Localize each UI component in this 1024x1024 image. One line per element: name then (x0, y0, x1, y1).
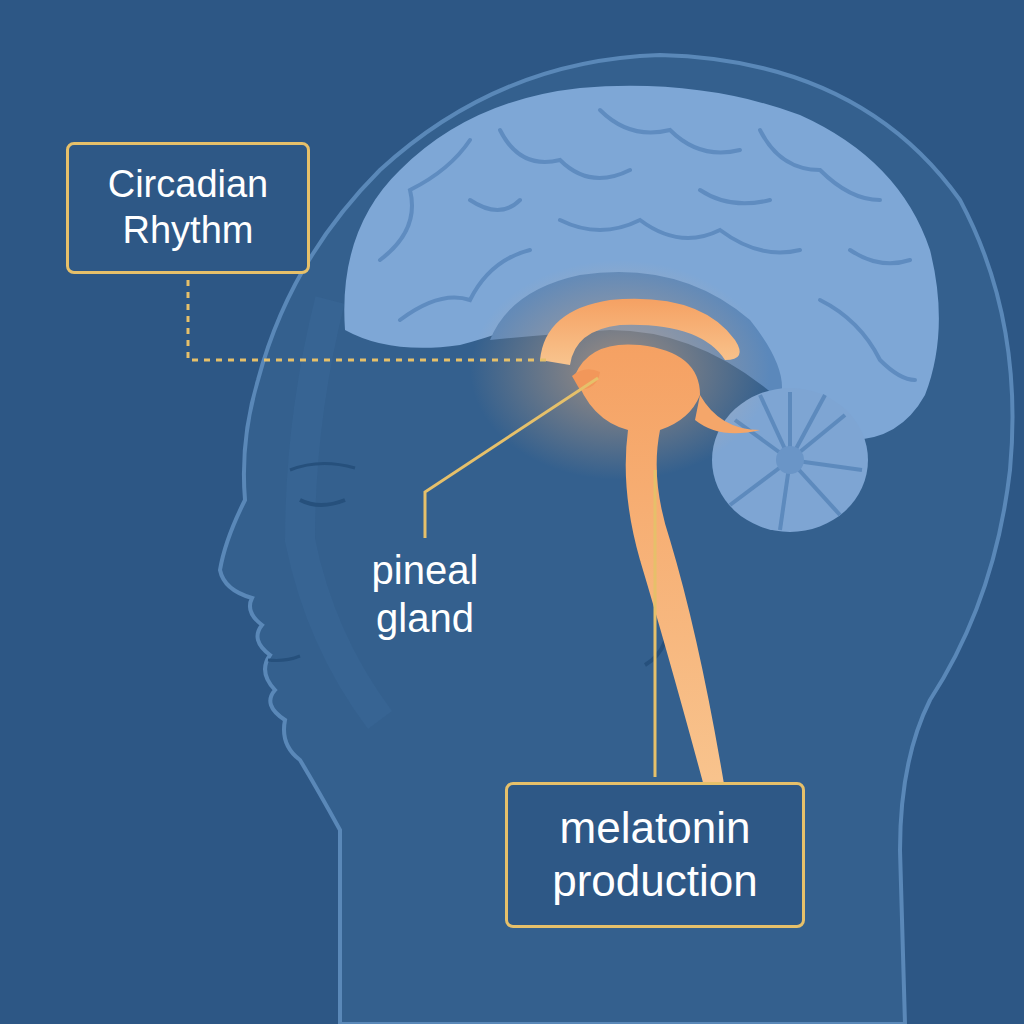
pineal-leader (425, 378, 598, 538)
dotted-leader (188, 280, 548, 360)
box-content: melatonin production (532, 802, 778, 908)
melatonin-leader (654, 470, 657, 777)
head-silhouette (220, 55, 1013, 1024)
label-box: melatonin production (505, 782, 805, 928)
lips (268, 656, 300, 661)
face-shade (300, 300, 380, 720)
box-content: Circadian Rhythm (93, 162, 283, 253)
box-text: Circadian Rhythm (93, 162, 283, 253)
eye (300, 500, 345, 505)
part-label: pineal gland (355, 546, 495, 642)
box-text: melatonin production (532, 802, 778, 908)
brow (290, 463, 355, 470)
label-box: Circadian Rhythm (66, 142, 310, 274)
fornix (695, 395, 760, 433)
